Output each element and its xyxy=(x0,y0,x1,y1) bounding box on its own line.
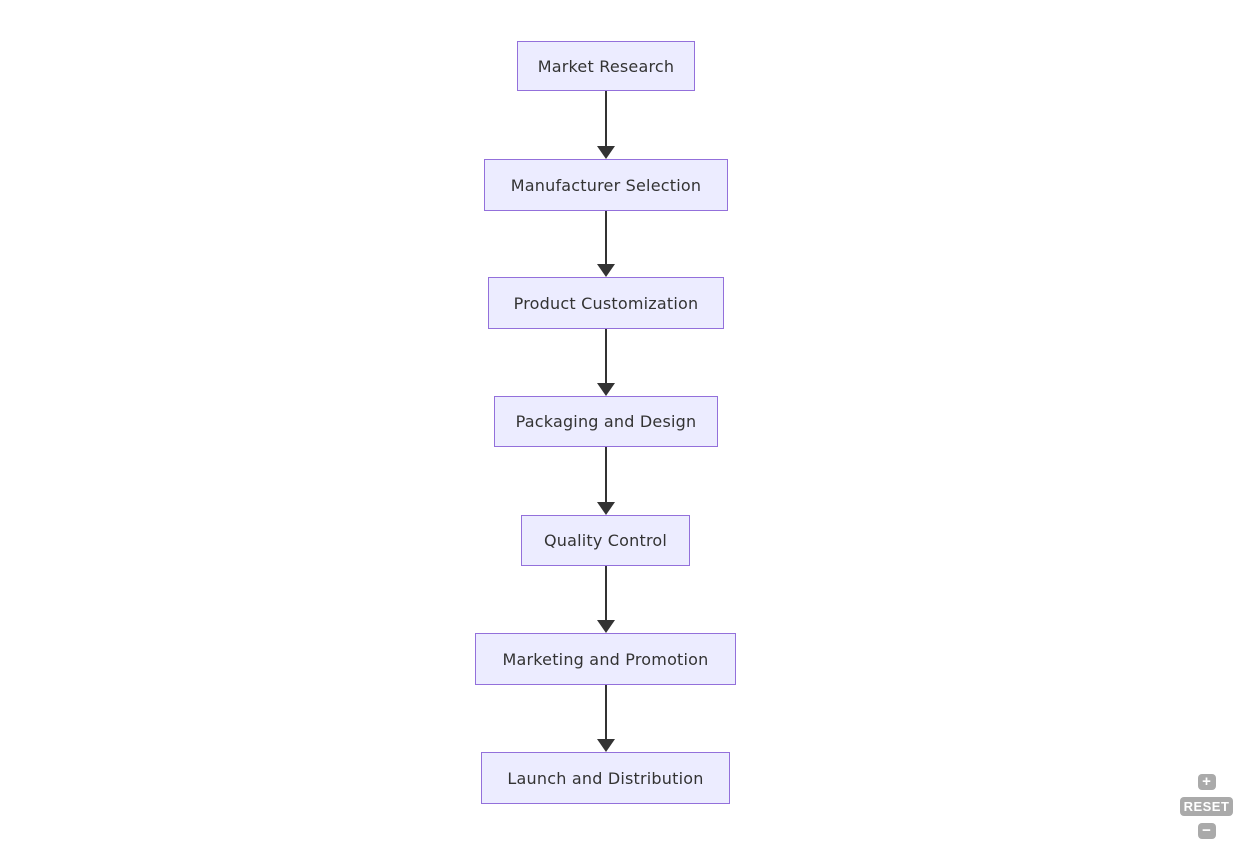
node-quality-control: Quality Control xyxy=(521,515,690,566)
node-label: Launch and Distribution xyxy=(507,768,704,788)
edge-line xyxy=(605,447,607,502)
node-launch-and-distribution: Launch and Distribution xyxy=(481,752,730,804)
node-packaging-and-design: Packaging and Design xyxy=(494,396,718,447)
node-product-customization: Product Customization xyxy=(488,277,724,329)
minus-icon: − xyxy=(1202,822,1211,839)
edge-line xyxy=(605,211,607,264)
node-label: Marketing and Promotion xyxy=(502,649,709,669)
zoom-controls: + RESET − xyxy=(1180,774,1233,839)
node-label: Manufacturer Selection xyxy=(510,175,702,195)
node-market-research: Market Research xyxy=(517,41,695,91)
arrowhead-down-icon xyxy=(597,620,615,633)
edge-line xyxy=(605,91,607,146)
arrowhead-down-icon xyxy=(597,264,615,277)
edge-line xyxy=(605,566,607,620)
node-marketing-and-promotion: Marketing and Promotion xyxy=(475,633,736,685)
node-label: Packaging and Design xyxy=(515,412,697,431)
node-label: Product Customization xyxy=(513,293,699,313)
zoom-in-button[interactable]: + xyxy=(1197,773,1216,790)
zoom-out-button[interactable]: − xyxy=(1197,822,1216,839)
edge-line xyxy=(605,329,607,383)
node-label: Market Research xyxy=(537,56,675,76)
edge-line xyxy=(605,685,607,739)
reset-button-label: RESET xyxy=(1183,799,1230,814)
plus-icon: + xyxy=(1202,773,1211,790)
reset-button[interactable]: RESET xyxy=(1180,797,1233,816)
arrowhead-down-icon xyxy=(597,502,615,515)
arrowhead-down-icon xyxy=(597,383,615,396)
arrowhead-down-icon xyxy=(597,739,615,752)
arrowhead-down-icon xyxy=(597,146,615,159)
node-manufacturer-selection: Manufacturer Selection xyxy=(484,159,728,211)
node-label: Quality Control xyxy=(543,531,668,550)
